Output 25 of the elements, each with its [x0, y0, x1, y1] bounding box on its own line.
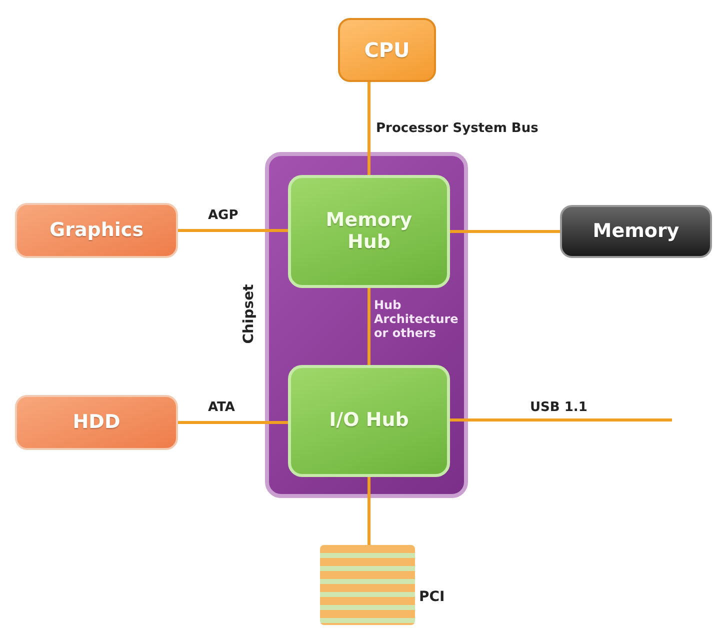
bus-line	[178, 229, 288, 232]
group-title: Chipset	[240, 284, 257, 344]
bus-line	[368, 477, 370, 545]
processor-box	[338, 18, 436, 82]
node-label: HDD	[72, 412, 120, 434]
bus-label: PCI	[419, 589, 445, 605]
hub-box	[288, 365, 450, 477]
node-label: CPU	[364, 38, 410, 62]
node-label: I/O Hub	[329, 410, 409, 432]
device-box	[15, 203, 178, 258]
edge-label: ATA	[208, 400, 235, 415]
bus-line	[368, 82, 370, 175]
edge-label: AGP	[208, 208, 238, 223]
bus-line	[368, 288, 370, 365]
node-label: Memory Hub	[324, 210, 414, 254]
node-label: Graphics	[50, 220, 144, 242]
bus-line	[178, 421, 288, 424]
bus-line	[450, 418, 672, 422]
edge-label: Processor System Bus	[376, 121, 538, 136]
edge-label: USB 1.1	[530, 400, 588, 415]
hub-box	[288, 175, 450, 288]
device-box	[560, 205, 712, 258]
device-box	[15, 395, 178, 450]
bus-line	[450, 230, 560, 233]
node-label: Memory	[592, 220, 680, 242]
